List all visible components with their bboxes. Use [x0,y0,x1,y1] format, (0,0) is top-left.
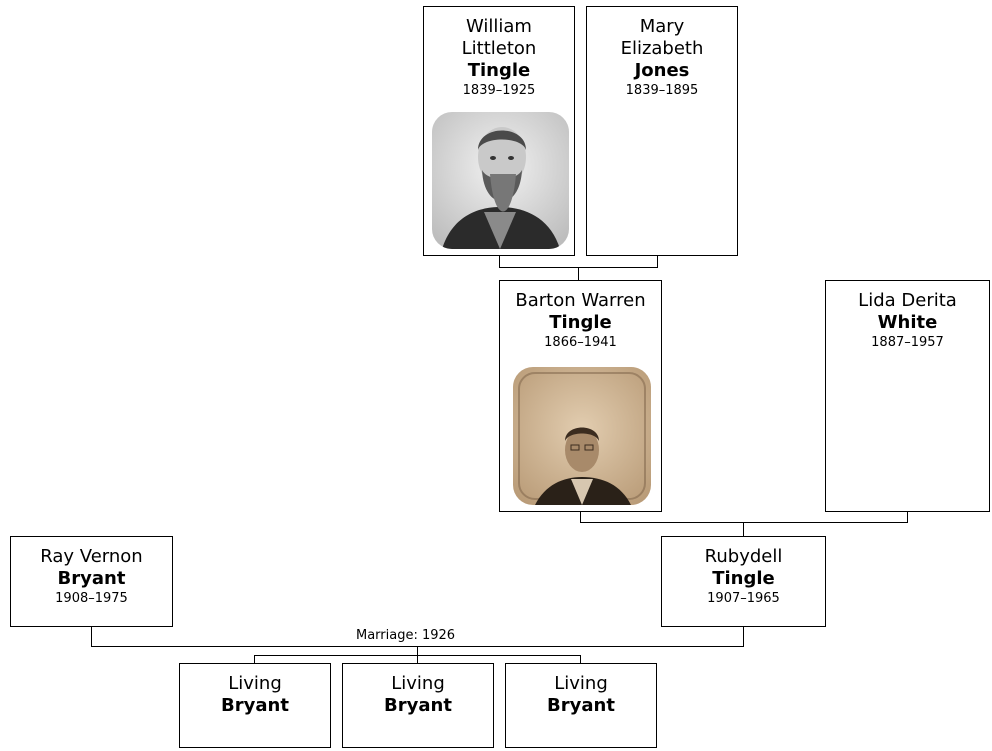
surname: Tingle [549,312,612,333]
connector-line [417,655,418,663]
life-dates: 1839–1895 [625,83,699,98]
portrait-photo [432,112,569,249]
surname: Tingle [712,568,775,589]
surname: Bryant [221,695,289,716]
person-card-mary-elizabeth-jones[interactable]: Mary Elizabeth Jones 1839–1895 [586,6,738,256]
given-name: Mary Elizabeth [620,16,704,59]
connector-line [907,511,908,523]
person-card-living-bryant[interactable]: Living Bryant [505,663,657,748]
portrait-photo [513,367,651,505]
person-card-william-littleton-tingle[interactable]: William Littleton Tingle 1839–1925 [423,6,575,256]
given-name: Rubydell [704,546,783,567]
person-card-ray-vernon-bryant[interactable]: Ray Vernon Bryant 1908–1975 [10,536,173,627]
life-dates: 1907–1965 [707,591,780,606]
person-card-living-bryant[interactable]: Living Bryant [342,663,494,748]
connector-line [499,255,500,268]
connector-line [580,655,581,663]
connector-line [580,522,908,523]
surname: White [877,312,938,333]
life-dates: 1887–1957 [871,335,944,350]
surname: Bryant [384,695,452,716]
given-name: Ray Vernon [40,546,143,567]
given-name: Living [391,673,445,694]
connector-line [743,522,744,536]
person-card-rubydell-tingle[interactable]: Rubydell Tingle 1907–1965 [661,536,826,627]
given-name: Living [554,673,608,694]
connector-line [417,646,418,655]
connector-line [254,655,255,663]
surname: Jones [634,60,690,81]
surname: Bryant [57,568,126,589]
connector-line [743,626,744,647]
person-card-lida-derita-white[interactable]: Lida Derita White 1887–1957 [825,280,990,512]
connector-line [91,626,92,647]
given-name: Lida Derita [858,290,957,311]
life-dates: 1866–1941 [544,335,617,350]
connector-line [578,267,579,280]
life-dates: 1839–1925 [462,83,536,98]
connector-line [657,255,658,268]
surname: Bryant [547,695,615,716]
given-name: Barton Warren [515,290,646,311]
surname: Tingle [467,60,531,81]
given-name: Living [228,673,282,694]
marriage-label: Marriage: 1926 [354,628,458,644]
person-card-barton-warren-tingle[interactable]: Barton Warren Tingle 1866–1941 [499,280,662,512]
given-name: William Littleton [461,16,537,59]
person-card-living-bryant[interactable]: Living Bryant [179,663,331,748]
life-dates: 1908–1975 [55,591,128,606]
connector-line [580,511,581,523]
